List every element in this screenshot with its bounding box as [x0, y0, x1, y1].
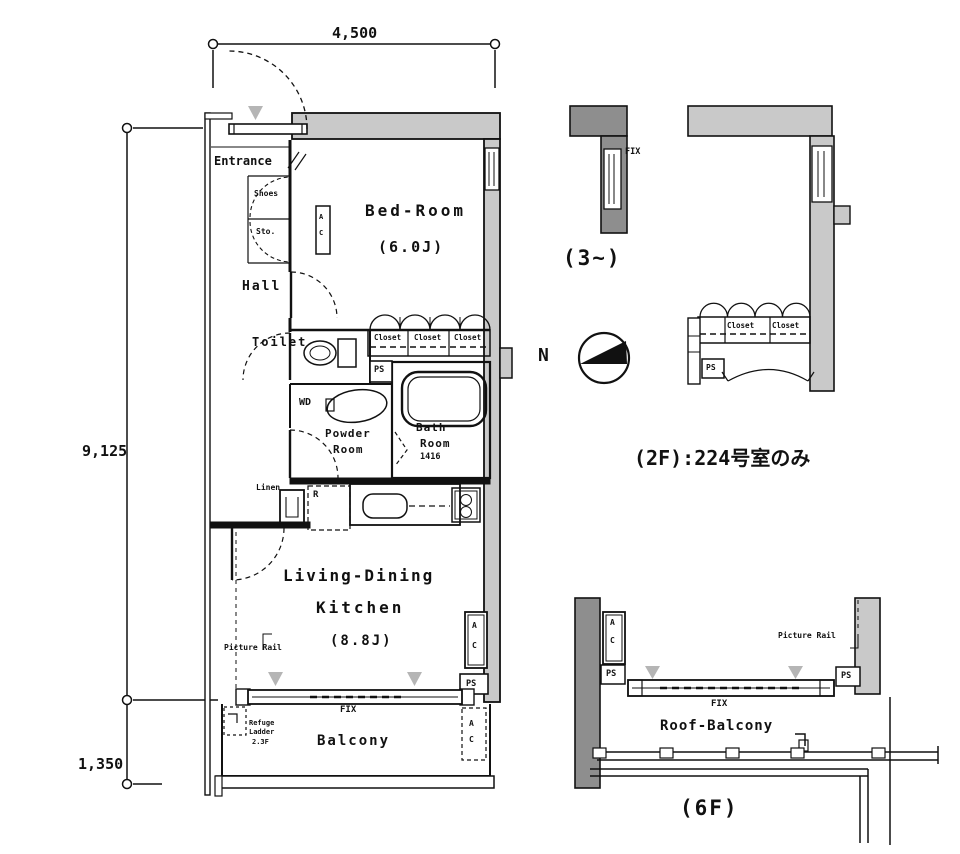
refuge-label-3: 2.3F	[252, 738, 269, 746]
closet-label-3: Closet	[454, 333, 482, 342]
fridge-space-icon	[307, 485, 351, 531]
ac-balcony-letter-a: A	[469, 719, 474, 728]
bedroom-size-label: (6.0J)	[378, 238, 445, 256]
picture-rail-label-6f: Picture Rail	[778, 631, 836, 640]
caption-3f: (3~)	[563, 246, 622, 270]
toilet-tank-icon	[337, 338, 357, 368]
ac-slot-bedroom	[315, 205, 331, 255]
compass-icon	[577, 331, 631, 385]
entrance-label: Entrance	[214, 154, 272, 168]
door-swings	[228, 50, 491, 581]
ps-label-2f: PS	[706, 363, 716, 372]
north-label: N	[538, 345, 549, 366]
shoes-label-2: Sto.	[256, 227, 276, 236]
entrance-marker-triangle	[248, 106, 263, 120]
toilet-label: Toilet	[252, 335, 308, 349]
closet-label-2: Closet	[414, 333, 442, 342]
ps-label-main: PS	[374, 365, 385, 375]
dim-left-balcony: 1,350	[78, 755, 124, 773]
powder-label-1: Powder	[325, 427, 371, 440]
dimension-lines	[121, 38, 501, 790]
ps-label-6f-right: PS	[841, 671, 852, 681]
ac-ldk-letter-a: A	[472, 621, 477, 630]
ps-label-6f-left: PS	[606, 669, 617, 679]
bathtub-icon	[400, 370, 488, 428]
refuge-label-2: Ladder	[249, 728, 275, 736]
fragment-6f-walls	[574, 597, 939, 845]
powder-door-arc	[289, 429, 339, 479]
fragment-2f-window	[811, 145, 833, 203]
ac-6f-letter-c: C	[610, 636, 615, 645]
shoes-label-1: Shoes	[254, 189, 279, 198]
ac-outdoor-unit-balcony	[461, 707, 487, 761]
balcony-and-window	[214, 672, 495, 797]
ac-bedroom-letter-c: C	[319, 229, 324, 237]
ps-box-6f-left	[600, 664, 626, 685]
fragment-3f-walls	[569, 105, 628, 234]
fragment-2f-closet-doors	[699, 302, 811, 318]
ps-box-6f-right	[835, 666, 861, 687]
ldk-door-arc	[231, 527, 285, 581]
ac-balcony-letter-c: C	[469, 735, 474, 744]
ac-bedroom-letter-a: A	[319, 213, 324, 221]
fridge-label: R	[313, 490, 319, 500]
ldk-label-1: Living-Dining	[283, 566, 435, 585]
closet-2f-label-2: Closet	[772, 321, 800, 330]
hall-label: Hall	[242, 279, 282, 294]
ac-6f-letter-a: A	[610, 618, 615, 627]
fix-label-main: FIX	[340, 705, 357, 715]
ldk-label-2: Kitchen	[316, 598, 405, 617]
closet-label-1: Closet	[374, 333, 402, 342]
closet-2f-label-1: Closet	[727, 321, 755, 330]
bath-label-1: Bath	[416, 421, 447, 434]
ps-box-2f	[701, 358, 725, 379]
refuge-ladder-icon	[223, 706, 247, 736]
roof-balcony-label: Roof-Balcony	[660, 718, 774, 734]
wd-label: WD	[299, 397, 312, 408]
powder-sink-icon	[326, 388, 388, 424]
fragment-2f-walls	[687, 105, 851, 392]
ac-ldk-letter-c: C	[472, 641, 477, 650]
linen-label: Linen	[256, 483, 281, 492]
picture-rail-label-main: Picture Rail	[224, 643, 282, 652]
bath-label-2: Room	[420, 437, 451, 450]
powder-label-2: Room	[333, 443, 364, 456]
ac-slot-6f	[602, 611, 626, 665]
ps-label-ldk: PS	[466, 679, 477, 689]
balcony-label: Balcony	[317, 733, 391, 749]
fragment-3f-window	[603, 148, 622, 210]
linen-shelf-icon	[279, 489, 305, 524]
ldk-size-label: (8.8J)	[330, 633, 393, 649]
stove-icon	[451, 487, 481, 523]
fix-label-3f: FIX	[625, 147, 641, 157]
toilet-door-arc	[242, 332, 291, 381]
refuge-label-1: Refuge	[249, 719, 275, 727]
fix-label-6f: FIX	[711, 699, 728, 709]
entrance-door-leaf	[228, 123, 308, 135]
dim-top-width: 4,500	[332, 24, 378, 42]
note-2f: (2F):224号室のみ	[634, 446, 811, 470]
bedroom-door-arc	[290, 271, 338, 319]
bath-label-3: 1416	[420, 452, 441, 462]
dim-left-main: 9,125	[82, 442, 128, 460]
toilet-bowl-icon	[303, 340, 337, 366]
caption-6f: (6F)	[680, 796, 739, 820]
ac-slot-ldk	[464, 611, 488, 669]
bedroom-label: Bed-Room	[365, 201, 467, 220]
kitchen-sink-icon	[362, 493, 408, 519]
main-unit-walls	[204, 112, 513, 796]
